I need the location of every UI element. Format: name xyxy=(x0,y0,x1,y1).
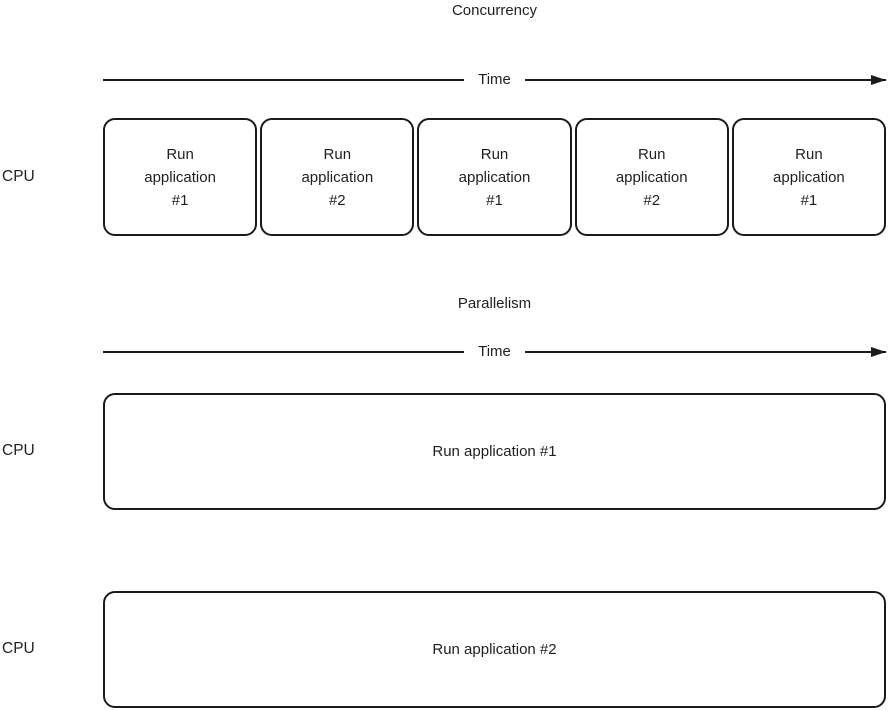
task-block: Run application #2 xyxy=(103,591,886,708)
arrow-head-icon xyxy=(871,75,886,85)
concurrency-cpu-row: Run application #1 Run application #2 Ru… xyxy=(103,118,887,236)
task-block: Run application #2 xyxy=(574,118,729,236)
concurrency-time-arrow: Time xyxy=(103,70,886,90)
arrow-line xyxy=(524,79,886,81)
time-label: Time xyxy=(478,343,511,360)
task-block: Run application #2 xyxy=(260,118,415,236)
parallelism-time-arrow: Time xyxy=(103,342,886,362)
parallelism-title: Parallelism xyxy=(457,295,532,312)
arrow-line xyxy=(103,351,465,353)
cpu-label: CPU xyxy=(2,442,35,459)
cpu-label: CPU xyxy=(2,168,35,185)
task-block: Run application #1 xyxy=(731,118,887,236)
task-block: Run application #1 xyxy=(103,393,886,510)
cpu-label: CPU xyxy=(2,640,35,657)
time-label: Time xyxy=(478,71,511,88)
arrow-line xyxy=(103,79,465,81)
arrow-line xyxy=(524,351,886,353)
concurrency-title: Concurrency xyxy=(451,2,538,19)
task-block: Run application #1 xyxy=(103,118,258,236)
task-block: Run application #1 xyxy=(417,118,572,236)
arrow-head-icon xyxy=(871,347,886,357)
